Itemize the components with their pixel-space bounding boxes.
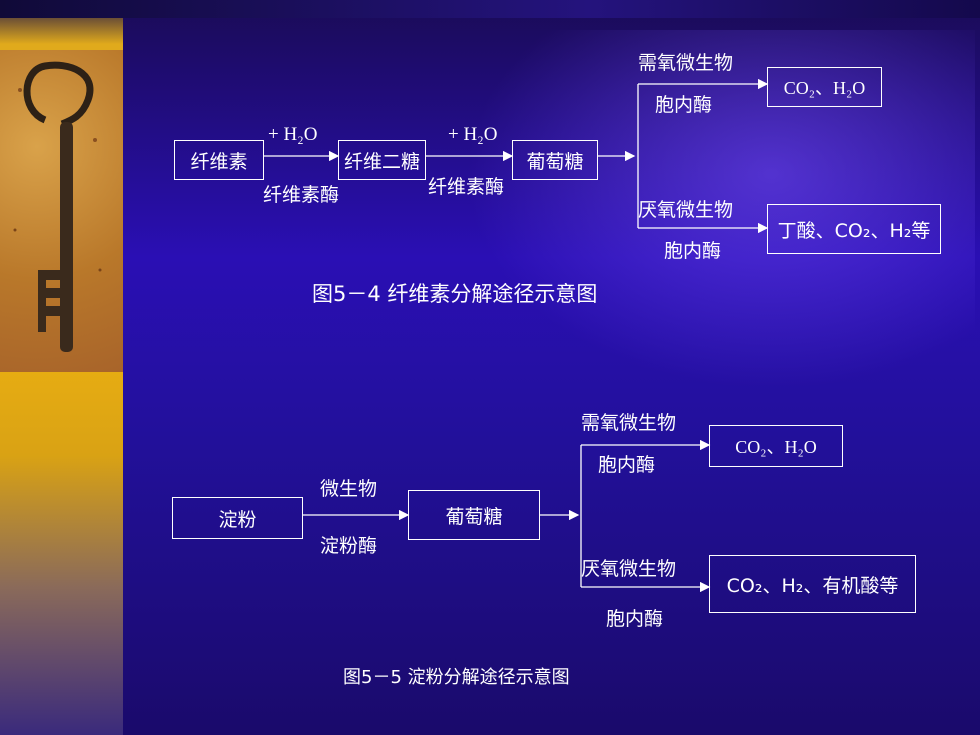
node-glucose-2: 葡萄糖 — [408, 490, 540, 540]
label-enzyme-2: 纤维素酶 — [428, 176, 505, 198]
label-water-2: + H₂O — [448, 124, 498, 145]
node-cellobiose: 纤维二糖 — [338, 140, 426, 180]
label-amylase: 淀粉酶 — [320, 535, 378, 557]
node-cellulose: 纤维素 — [174, 140, 264, 180]
node-aerobic-product-1: CO₂、H₂O — [767, 67, 882, 107]
label-intracellular-2b: 胞内酶 — [606, 608, 664, 630]
node-glucose-1: 葡萄糖 — [512, 140, 598, 180]
key-image — [0, 50, 123, 372]
node-starch: 淀粉 — [172, 497, 303, 539]
label-microbe: 微生物 — [320, 478, 378, 500]
label-aerobic-1: 需氧微生物 — [638, 52, 734, 74]
label-anaerobic-1: 厌氧微生物 — [638, 199, 734, 221]
label-intracellular-2a: 胞内酶 — [598, 454, 656, 476]
node-aerobic-product-2: CO₂、H₂O — [709, 425, 843, 467]
label-intracellular-1b: 胞内酶 — [664, 240, 722, 262]
label-intracellular-1a: 胞内酶 — [655, 94, 713, 116]
background-glow — [465, 30, 975, 390]
node-anaerobic-product-2: CO₂、H₂、有机酸等 — [709, 555, 916, 613]
label-anaerobic-2: 厌氧微生物 — [581, 558, 677, 580]
label-enzyme-1: 纤维素酶 — [263, 184, 340, 206]
caption-figure-5-5: 图5－5 淀粉分解途径示意图 — [343, 667, 570, 688]
caption-figure-5-4: 图5－4 纤维素分解途径示意图 — [312, 282, 598, 306]
label-water-1: + H₂O — [268, 124, 318, 145]
node-anaerobic-product-1: 丁酸、CO₂、H₂等 — [767, 204, 941, 254]
top-decor-strip — [0, 0, 980, 18]
label-aerobic-2: 需氧微生物 — [581, 412, 677, 434]
